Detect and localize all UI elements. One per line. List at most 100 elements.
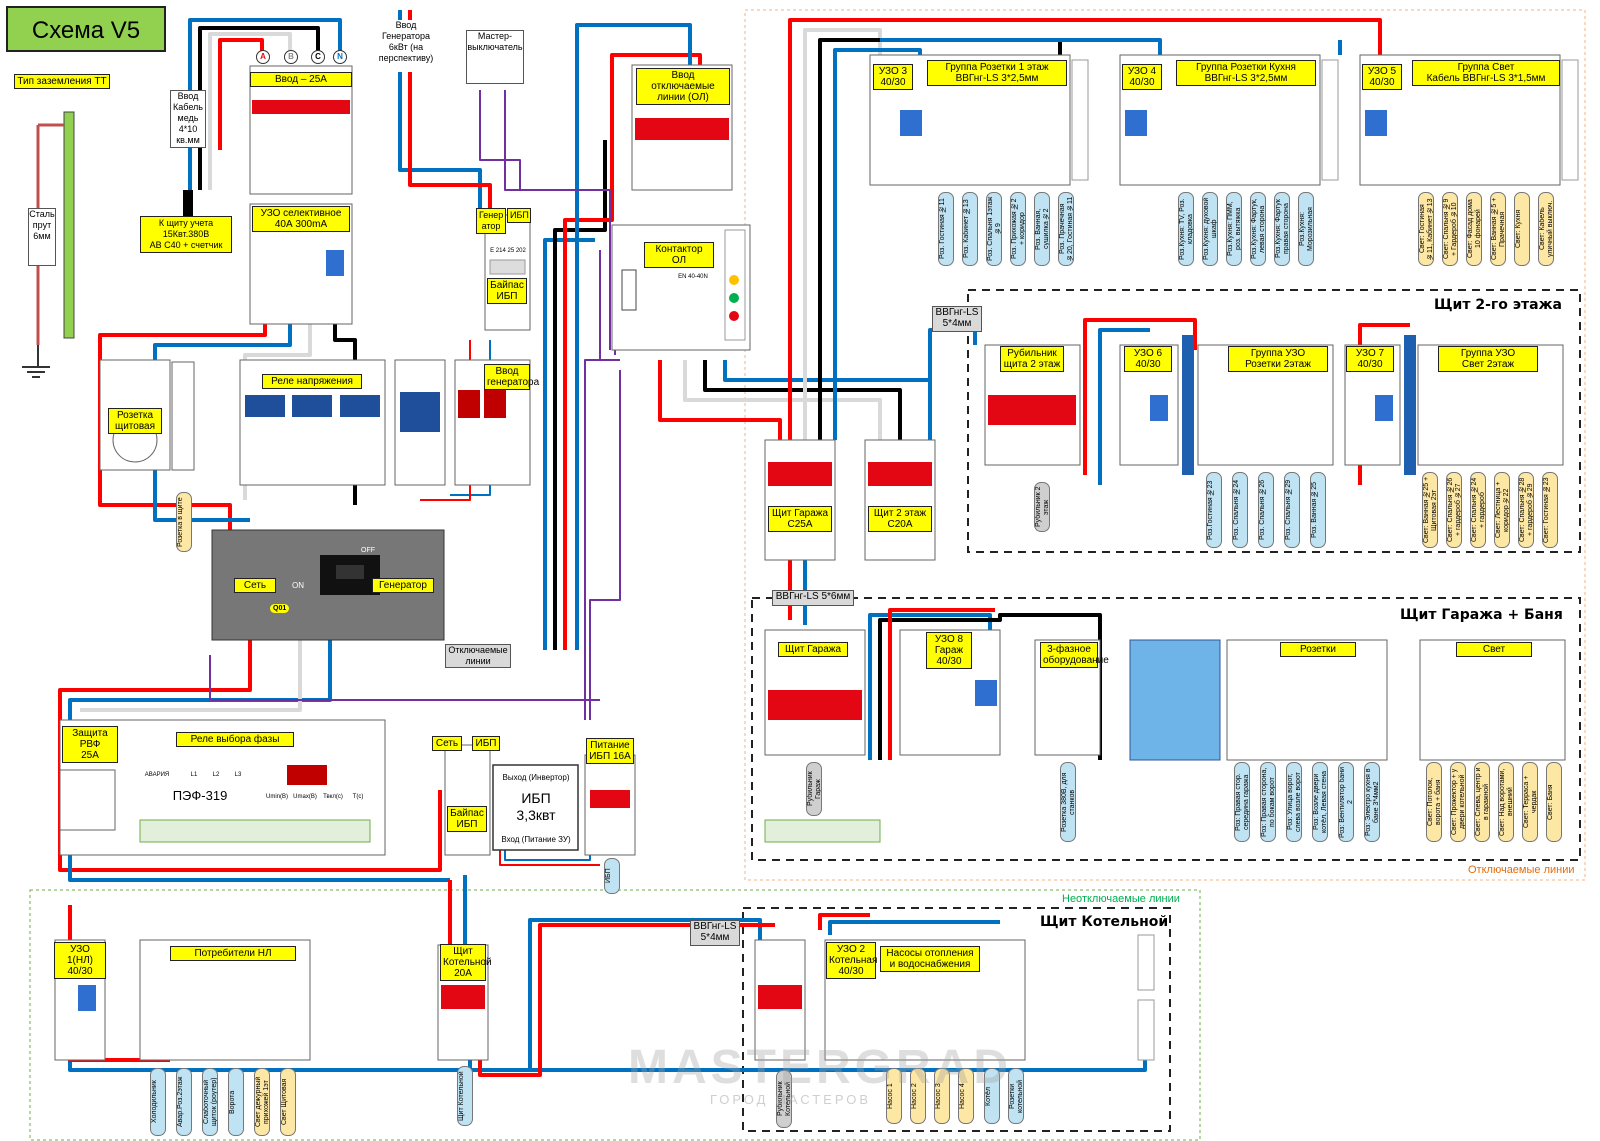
tag-light-2: Свет: Фасад дома 10 фонарей	[1466, 192, 1482, 266]
group-sockets1-label: Группа Розетки 1 этаж ВВГнг-LS 3*2,5мм	[927, 60, 1067, 86]
ups-tag-top: ИБП	[507, 208, 531, 223]
schema-title: Схема V5	[6, 6, 166, 52]
rcd3-label: УЗО 3 40/30	[873, 64, 913, 90]
tag-gl-0: Свет: Потолок, ворота + баня	[1426, 762, 1442, 842]
tag-g1-2: Роз. Спальня 1этаж №9	[986, 192, 1002, 266]
rcd6-label: УЗО 6 40/30	[1124, 346, 1172, 372]
tag-nl-4: Свет дежурный прихожей 1эт	[254, 1068, 270, 1136]
pumps-label: Насосы отопления и водоснабжения	[880, 946, 980, 972]
rcd7-label: УЗО 7 40/30	[1346, 346, 1394, 372]
socket-in-panel-tag: Розетка в щите	[176, 492, 192, 552]
tag-s2-4: Роз. Ванная №25	[1310, 472, 1326, 548]
tag-nl-2: Слаботочный щиток (роутер)	[202, 1068, 218, 1136]
rcd8-label: УЗО 8 Гараж 40/30	[926, 632, 972, 669]
rvf-label: Защита РВФ 25А	[62, 726, 118, 763]
tag-gl-3: Свет: Над воротами, внешний	[1498, 762, 1514, 842]
floor2-panel-label: Щит 2 этаж С20А	[868, 506, 932, 532]
phase-c-marker: C	[311, 50, 325, 64]
main-input-label: Ввод – 25А	[250, 72, 352, 87]
tag-gs-0: Роз: Правая стор. середина гаража	[1234, 762, 1250, 842]
group-kitchen-label: Группа Розетки Кухня ВВГнг-LS 3*2,5мм	[1176, 60, 1316, 86]
switch-off-label: OFF	[361, 547, 375, 554]
tag-gs-2: Роз: Улица ворот, слева возле ворот	[1286, 762, 1302, 842]
tag-s2-3: Роз. Спальня №29	[1284, 472, 1300, 548]
garage-switch-label: Щит Гаража	[778, 642, 848, 657]
phase-b-marker: B	[284, 50, 298, 64]
rcd2-label: УЗО 2 Котельная 40/30	[826, 942, 877, 979]
non-switchable-label: Неотключаемые линии	[1062, 893, 1180, 905]
tag-garage-switch: Рубильник Гараж	[806, 762, 822, 816]
three-phase-label: 3-фазное оборудование	[1040, 642, 1109, 668]
tag-kitchen-2: Роз.Кухня: ПММ, роз. вытяжка	[1226, 192, 1242, 266]
tag-gs-4: Роз: Вентилятор бани 2	[1338, 762, 1354, 842]
tag-g1-3: Роз. Прихожая №2 + коридор	[1010, 192, 1026, 266]
rcd5-label: УЗО 5 40/30	[1362, 64, 1402, 90]
tag-nl-1: Авар.Роз.2этаж	[176, 1068, 192, 1136]
master-switch[interactable]: Мастер- выключатель	[466, 30, 524, 84]
boiler-panel-label: Щит Котельной 20А	[440, 944, 492, 981]
tag-s2-2: Роз. Спальня №26	[1258, 472, 1274, 548]
garage-light-label: Свет	[1456, 642, 1532, 657]
phase-relay-label: Реле выбора фазы	[176, 732, 294, 747]
group-light-label: Группа Свет Кабель ВВГнг-LS 3*1,5мм	[1412, 60, 1560, 86]
tag-g1-4: Роз. Ванная, сушилка №2	[1034, 192, 1050, 266]
garage-title: Щит Гаража + Баня	[1400, 607, 1563, 623]
switch-gen-label: Генератор	[372, 578, 434, 593]
pef-alarm: АВАРИЯ	[144, 772, 170, 778]
ups-main-label: ИБП 3,3квт	[516, 790, 556, 823]
pef-t: Т(с)	[352, 794, 364, 800]
vvg-54-label: ВВГнг-LS 5*4мм	[932, 306, 982, 332]
neutral-marker: N	[333, 50, 347, 64]
garage-sockets-label: Розетки	[1280, 642, 1356, 657]
ups-power-label: Питание ИБП 16А	[586, 738, 634, 764]
tag-l2-3: Свет: Лестница + коридор №22	[1494, 472, 1510, 548]
tag-s2-0: Роз.Гостиная №23	[1206, 472, 1222, 548]
phase-a-marker: A	[256, 50, 270, 64]
tag-g1-1: Роз. Кабинет №13	[962, 192, 978, 266]
floor2-switch-label: Рубильник щита 2 этаж	[1000, 346, 1064, 372]
tag-boiler: Щит Котельной	[457, 1066, 473, 1126]
tag-light-3: Свет: Ванная №5 + Прачечная	[1490, 192, 1506, 266]
garage-panel-label: Щит Гаража С25А	[768, 506, 832, 532]
ups-label-bottom: ИБП	[472, 736, 500, 751]
voltage-relay-label: Реле напряжения	[262, 374, 362, 389]
tag-nl-3: Ворота	[228, 1068, 244, 1136]
q01-transfer: Q01	[270, 604, 290, 613]
pef-l2: L2	[212, 772, 220, 778]
generator-input-label: Ввод Генератора 6кВт (на перспективу)	[376, 20, 436, 72]
grounding-type-label: Тип заземления ТТ	[14, 74, 110, 89]
tag-kitchen-0: Роз.Кухня: TV, Роз. кладовка	[1178, 192, 1194, 266]
tag-gl-1: Свет: Прожектор + у двери котельной	[1450, 762, 1466, 842]
gen-input-label: Ввод генератора	[484, 364, 539, 390]
tag-kitchen-3: Роз.Кухня: Фартук, левая сторона	[1250, 192, 1266, 266]
switchable-lines-mid-label: Отключаемые линии	[445, 644, 511, 668]
tag-l2-0: Свет: Ванная №25 + Щитовая 2эт	[1422, 472, 1438, 548]
tag-l2-2: Свет: Спальня №24 + гардероб	[1470, 472, 1486, 548]
tag-l2-5: Свет: Гостиная №23	[1542, 472, 1558, 548]
pef-umin: Umin(В)	[266, 794, 288, 800]
tag-gs-1: Роз: Правая сторона, по бокам ворот	[1260, 762, 1276, 842]
pef-umax: Umax(В)	[293, 794, 317, 800]
socket-panel-label: Розетка щитовая	[108, 408, 162, 434]
tag-light-0: Свет: Гостиная №11, Кабинет №13	[1418, 192, 1434, 266]
tag-l2-4: Свет: Спальня №28 + гардероб №29	[1518, 472, 1534, 548]
floor2-title: Щит 2-го этажа	[1434, 297, 1562, 313]
tag-gl-5: Свет: Баня	[1546, 762, 1562, 842]
tag-gl-4: Свет: Терраса + чердак	[1522, 762, 1538, 842]
consumers-nl-label: Потребители НЛ	[170, 946, 296, 961]
steel-rod-label: Сталь прут 6мм	[28, 208, 56, 266]
vvg-56-label: ВВГнг-LS 5*6мм	[772, 590, 854, 606]
tag-l2-1: Свет: Спальня №26 + гардероб №27	[1446, 472, 1462, 548]
boiler-title: Щит Котельной	[1040, 914, 1169, 930]
tag-light-4: Свет: Кухня	[1514, 192, 1530, 266]
watermark: MASTERGRAD	[628, 1041, 1012, 1094]
net-label-bottom: Сеть	[432, 736, 462, 751]
tag-s2-1: Роз. Спальня №24	[1232, 472, 1248, 548]
tag-gs-5: Роз: Электро кухня в бане 3*4мм2	[1364, 762, 1380, 842]
contactor-label: Контактор ОЛ	[644, 242, 714, 268]
tag-gl-2: Свет: Слева, центр и в гаражной	[1474, 762, 1490, 842]
ol-input-label: Ввод отключаемые линии (ОЛ)	[636, 68, 730, 105]
tag-kitchen-5: Роз.Кухня: Морозильная камера	[1298, 192, 1314, 266]
switchable-lines-label: Отключаемые линии	[1468, 864, 1575, 876]
